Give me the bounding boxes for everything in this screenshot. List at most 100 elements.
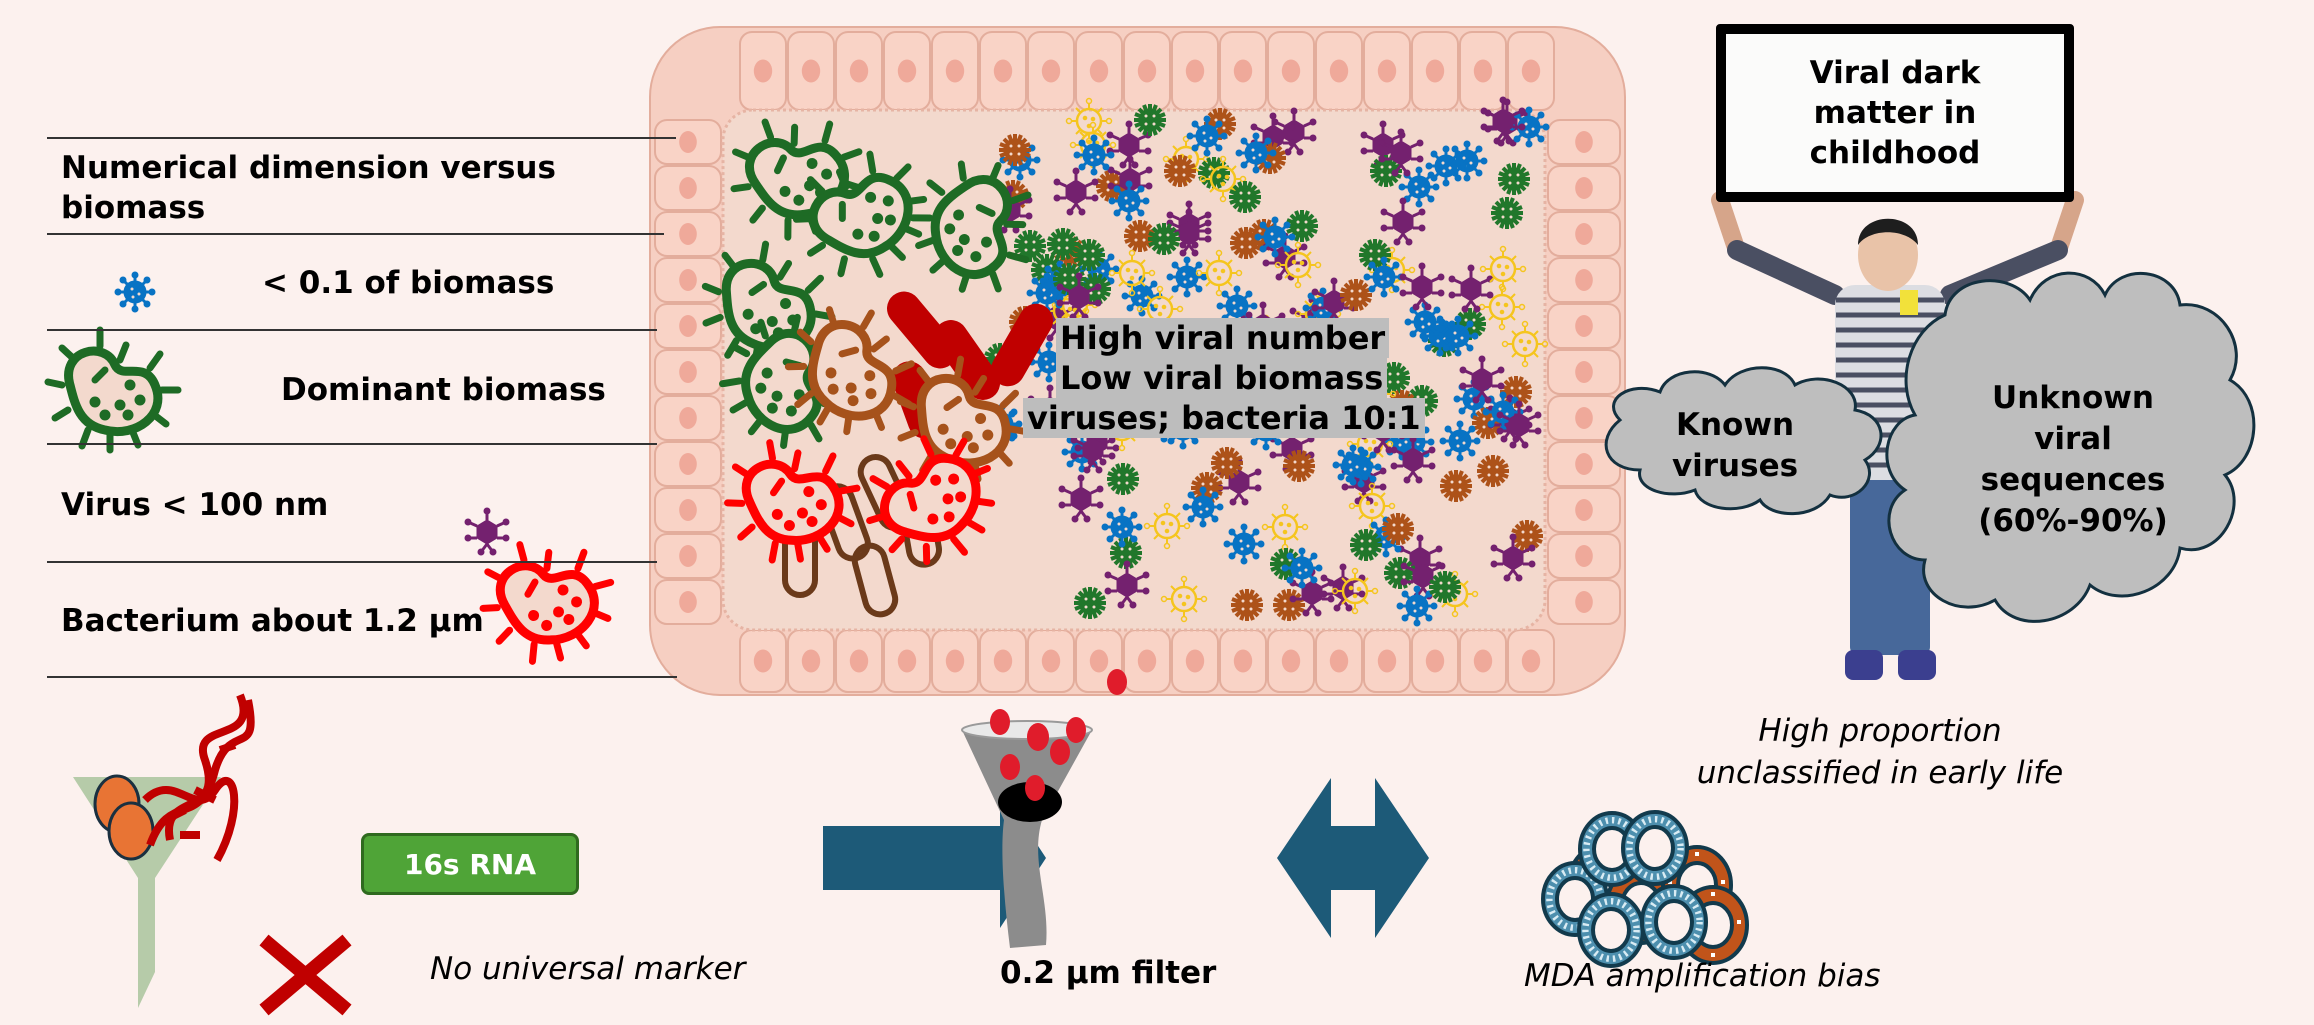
epithelial-cell [654, 303, 722, 349]
epithelial-cell [1027, 629, 1075, 693]
right-arrow-icon [823, 788, 1046, 928]
epithelial-cell [835, 31, 883, 111]
blue-virus-icon [1165, 255, 1209, 299]
epithelial-cell [654, 487, 722, 533]
epithelial-cell [787, 629, 835, 693]
epithelial-cell [654, 211, 722, 257]
unknown-viral-sequences-label: Unknown viral sequences (60%-90%) [1978, 380, 2168, 539]
epithelial-cell [1547, 487, 1621, 533]
epithelial-cell [1363, 31, 1411, 111]
blue-virus-icon [1100, 505, 1144, 549]
blue-virus-icon [1436, 314, 1480, 358]
sign-text: Viral dark matter in childhood [1809, 55, 1981, 171]
child-hair [1858, 218, 1918, 245]
epithelial-cell [1219, 629, 1267, 693]
epithelial-cell [1123, 31, 1171, 111]
epithelial-cell [654, 441, 722, 487]
viral-ratio-label-line-3: viruses; bacteria 10:1 [1023, 398, 1425, 438]
red-bacterium-icon [470, 524, 627, 674]
epithelial-cell [1547, 579, 1621, 625]
epithelial-cell [979, 31, 1027, 111]
epithelial-cell [1547, 165, 1621, 211]
legend-divider [47, 561, 657, 563]
unclassified-caption-line-1: High proportion [1758, 713, 2002, 749]
known-viruses-label: Known viruses [1671, 407, 1799, 484]
epithelial-cell [1411, 629, 1459, 693]
legend-divider [47, 233, 664, 235]
epithelial-cell [883, 629, 931, 693]
epithelial-cell [1219, 31, 1267, 111]
blue-virus-icon [1362, 255, 1406, 299]
epithelial-cell [1363, 629, 1411, 693]
blue-virus-icon [1438, 419, 1482, 463]
16s-rna-tag: 16s RNA [361, 833, 579, 895]
blue-virus-icon [1185, 114, 1229, 158]
legend-divider [47, 137, 676, 139]
no-universal-marker-caption: No universal marker [430, 951, 746, 987]
epithelial-cell [654, 165, 722, 211]
epithelial-cell [739, 31, 787, 111]
epithelial-cell [1075, 31, 1123, 111]
blue-virus-icon [1331, 443, 1375, 487]
unclassified-caption: High proportion unclassified in early li… [1660, 710, 2100, 794]
unclassified-caption-line-2: unclassified in early life [1696, 755, 2064, 791]
dna-circle-icon [1642, 886, 1706, 958]
shirt-pocket [1900, 290, 1918, 315]
legend-divider [47, 329, 657, 331]
epithelial-cell [931, 31, 979, 111]
dna-circle-icon [1623, 812, 1687, 884]
epithelial-cell [1267, 31, 1315, 111]
epithelial-cell [654, 533, 722, 579]
epithelial-cell [1507, 31, 1555, 111]
epithelial-cell [1507, 629, 1555, 693]
child-face [1858, 219, 1918, 291]
legend-label-bacterium-size: Bacterium about 1.2 µm [61, 603, 484, 639]
legend-label-small-biomass: < 0.1 of biomass [262, 265, 555, 301]
cross-icon [259, 934, 352, 1016]
epithelial-cell [979, 629, 1027, 693]
epithelial-cell [739, 629, 787, 693]
epithelial-cell [1547, 257, 1621, 303]
legend-divider [47, 676, 677, 678]
blue-virus-icon [1222, 522, 1266, 566]
epithelial-cell [1171, 629, 1219, 693]
dna-helix-icon [142, 693, 255, 862]
known-cloud-icon [1604, 366, 1883, 516]
blue-virus-icon [1181, 485, 1225, 529]
rod-bacterium [991, 303, 1053, 387]
viral-ratio-label-line-1: High viral number [1056, 318, 1390, 358]
epithelial-cell [1547, 533, 1621, 579]
legend-label-virus-size: Virus < 100 nm [61, 487, 329, 523]
epithelial-cell [1459, 31, 1507, 111]
child-sign: Viral dark matter in childhood [1716, 24, 2074, 202]
capsule-bacterium [851, 542, 899, 618]
filter-caption: 0.2 µm filter [1000, 955, 1217, 991]
epithelial-cell [1267, 629, 1315, 693]
epithelial-cell [1547, 303, 1621, 349]
blue-virus-icon [1253, 215, 1297, 259]
legend-heading: Numerical dimension versus biomass [61, 150, 556, 226]
epithelial-cell [654, 257, 722, 303]
epithelial-cell [1547, 441, 1621, 487]
purple-virus-icon [463, 506, 511, 557]
child-arms [1711, 191, 2084, 254]
epithelial-cell [787, 31, 835, 111]
epithelial-cell [654, 119, 722, 165]
epithelial-cell [835, 629, 883, 693]
legend-label-dominant-biomass: Dominant biomass [281, 372, 606, 408]
unknown-cloud-icon [1885, 271, 2256, 623]
green-bacterium-icon [48, 330, 178, 450]
epithelial-cell [1547, 211, 1621, 257]
double-arrow-icon [1277, 778, 1429, 938]
bacteria-cluster [694, 95, 1060, 618]
marker-funnel [73, 693, 352, 1016]
epithelial-cell [1027, 31, 1075, 111]
epithelial-cell [1315, 31, 1363, 111]
blue-virus-icon [1072, 133, 1116, 177]
epithelial-cell [1547, 119, 1621, 165]
blue-virus-icon [1424, 144, 1468, 188]
epithelial-cell [931, 629, 979, 693]
epithelial-cell [1547, 349, 1621, 395]
child-shoe [1845, 650, 1883, 680]
epithelial-cell [1459, 629, 1507, 693]
